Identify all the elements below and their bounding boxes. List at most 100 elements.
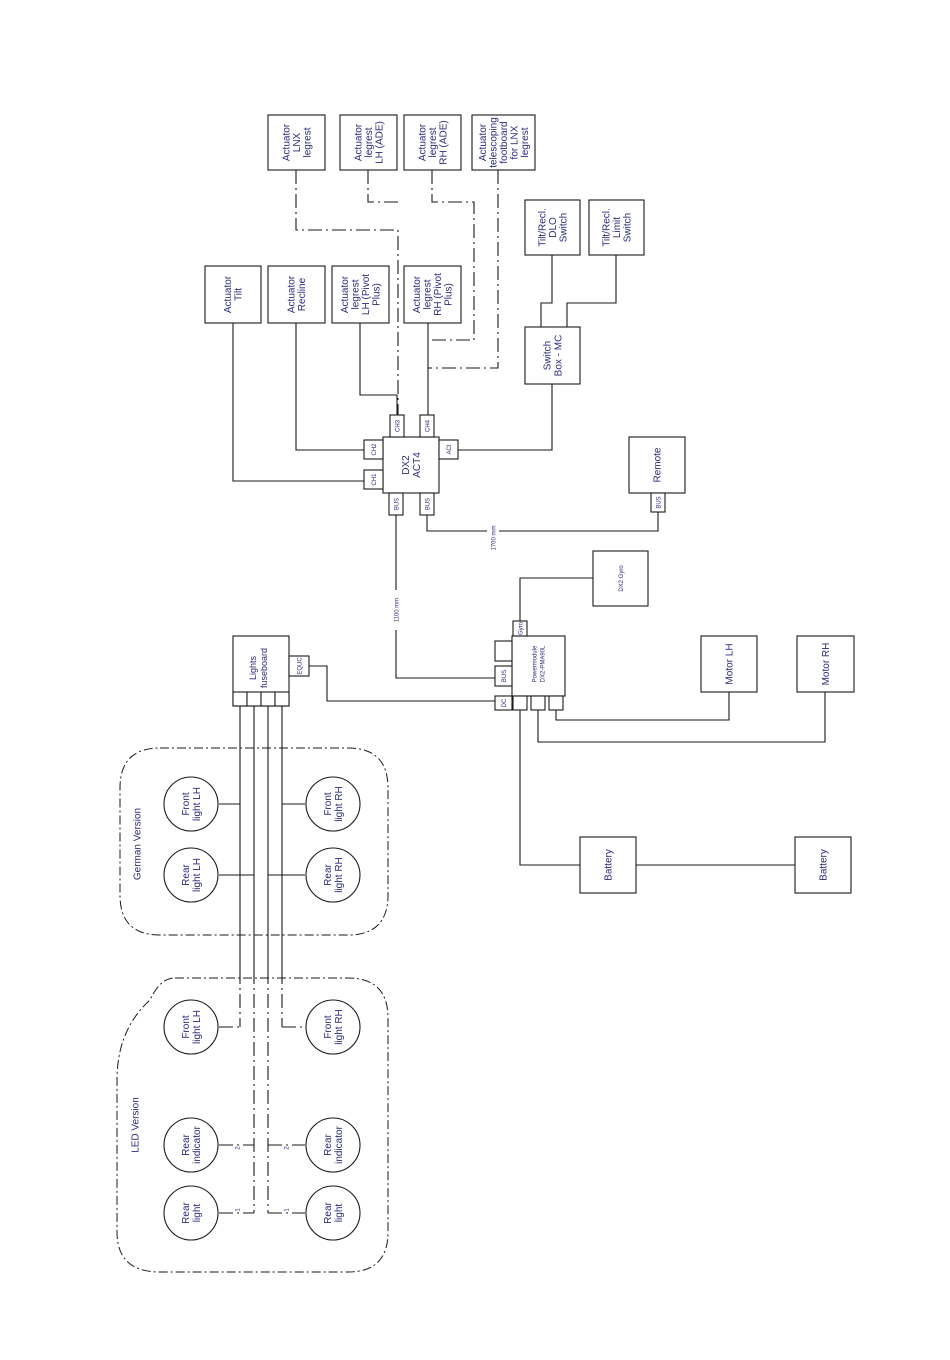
wire-gyro — [519, 577, 593, 621]
port-ch4-label: CH4 — [425, 419, 431, 432]
motor-lh-label: Motor LH — [725, 643, 736, 684]
german-rear-light-rh: Rearlight RH — [305, 847, 361, 903]
port-fuse-aux-label: EQUC — [297, 657, 303, 675]
label-line: Rear — [323, 1133, 334, 1155]
led-version-label: LED Version — [131, 1097, 142, 1153]
wire-motor-lh — [555, 692, 730, 721]
label-line: ACT4 — [412, 452, 423, 478]
label-line: Switch — [558, 213, 569, 242]
label-line: Front — [323, 1015, 334, 1039]
label-line: 2 — [235, 1146, 241, 1150]
port-aci: ACI — [438, 439, 459, 460]
actuator-legrest-rh-pivot-label: ActuatorlegrestRH (PivotPlus) — [412, 273, 455, 316]
remote-cable-length: 1700 mm — [491, 525, 497, 550]
label-line: footboard — [499, 121, 510, 163]
actuator-legrest-rh-pivot-block: ActuatorlegrestRH (PivotPlus) — [403, 265, 462, 324]
wire-motor-rh — [537, 692, 826, 743]
battery-2-block: Battery — [794, 836, 852, 894]
led-rear-light-right-label: Rearlight — [323, 1201, 345, 1223]
fuse-terminal-4 — [274, 691, 290, 707]
label-line: DX2 — [401, 455, 412, 475]
wire-dlo-switchbox — [540, 255, 553, 327]
port-ch4: CH4 — [419, 414, 435, 438]
led-rear-light-right: Rearlight — [305, 1185, 361, 1241]
dx2-gyro-block: DX2 Gyro — [592, 550, 649, 607]
label-line: DC — [502, 698, 508, 707]
wire-tilt-ch1 — [232, 323, 364, 482]
label-line: LH (ADE) — [374, 121, 385, 164]
label-line: 2 — [284, 1146, 290, 1150]
label-line: Battery — [604, 849, 615, 881]
wire-limit-switchbox — [566, 255, 617, 327]
dx2-act4-block: DX2ACT4 — [382, 436, 440, 494]
label-line: Front — [323, 792, 334, 816]
wire-aci-switchbox — [458, 384, 553, 451]
solid-wires — [219, 255, 826, 970]
fuse-terminal-1 — [232, 691, 248, 707]
port-aci-label: ACI — [447, 444, 453, 454]
dx2-gyro-label: DX2 Gyro — [619, 565, 625, 592]
tilt-recl-dlo-switch-label: Tilt/Recl.DLOSwitch — [537, 208, 569, 247]
wire-telescoping — [428, 170, 499, 369]
actuator-legrest-lh-pivot-label: ActuatorlegrestLH (PivotPlus) — [340, 274, 383, 315]
wire-rh-ade — [428, 170, 475, 341]
label-line: Actuator — [287, 275, 298, 313]
german-rear-light-rh-label: Rearlight RH — [323, 857, 345, 893]
port-ch1-label: CH1 — [372, 473, 378, 486]
label-line: CH3 — [395, 419, 401, 432]
label-line: 1100 mm — [394, 598, 400, 623]
led-rear-light-left: Rearlight — [163, 1185, 219, 1241]
wire-recline-ch2 — [295, 323, 364, 451]
led-rear-indicator-right: Rearindicator — [305, 1117, 361, 1173]
label-line: Plus) — [444, 283, 455, 306]
wire-number-1-right: 1 — [284, 1208, 290, 1212]
actuator-legrest-lh-pivot-block: ActuatorlegrestLH (PivotPlus) — [331, 265, 390, 324]
port-ch3: CH3 — [389, 414, 405, 438]
german-front-light-lh: Frontlight LH — [163, 776, 219, 832]
label-line: CH2 — [372, 443, 378, 456]
german-version-label: German Version — [133, 808, 144, 880]
motor-rh-label: Motor RH — [821, 643, 832, 686]
label-line: Box - MC — [554, 335, 565, 377]
label-line: Actuator — [340, 275, 351, 313]
battery-2-label: Battery — [819, 849, 830, 881]
label-line: Rear — [323, 863, 334, 885]
label-line: German Version — [133, 808, 144, 880]
label-line: CH4 — [425, 419, 431, 432]
label-line: DX2-PMA90L — [541, 645, 547, 682]
label-line: Actuator — [223, 275, 234, 313]
label-line: legrest — [302, 127, 313, 157]
actuator-recline-block: ActuatorRecline — [267, 265, 326, 324]
dx2-act4-label: DX2ACT4 — [401, 452, 423, 478]
label-line: light RH — [334, 786, 345, 822]
label-line: light — [192, 1204, 203, 1223]
port-bus-a: BUS — [388, 492, 404, 516]
power-cable-length: 1100 mm — [394, 598, 400, 623]
label-line: indicator — [334, 1125, 345, 1163]
label-line: Actuator — [281, 123, 292, 161]
port-ch3-label: CH3 — [395, 419, 401, 432]
port-pm-dc: DC — [494, 695, 513, 711]
label-line: light RH — [334, 857, 345, 893]
label-line: Motor RH — [821, 643, 832, 686]
label-line: light RH — [334, 1009, 345, 1045]
wire-bus-powermodule — [395, 515, 495, 679]
remote-label: Remote — [653, 447, 664, 482]
label-line: Actuator — [353, 123, 364, 161]
label-line: Tilt/Recl. — [601, 208, 612, 247]
label-line: RH (ADE) — [438, 120, 449, 164]
port-ch2: CH2 — [363, 439, 384, 460]
label-line: ACI — [447, 444, 453, 454]
label-line: Plus) — [372, 283, 383, 306]
port-unlabeled — [494, 640, 513, 662]
power-cable-gap — [390, 590, 402, 630]
wire-number-2-right: 2 — [284, 1146, 290, 1150]
label-line: for LNX — [509, 125, 520, 159]
label-line: LED Version — [131, 1097, 142, 1153]
wire-lnx-legrest — [295, 170, 399, 415]
port-pm-bus-label: BUS — [502, 670, 508, 682]
actuator-legrest-rh-ade-label: ActuatorlegrestRH (ADE) — [417, 120, 449, 164]
switch-box-mc-label: SwitchBox - MC — [543, 335, 565, 377]
